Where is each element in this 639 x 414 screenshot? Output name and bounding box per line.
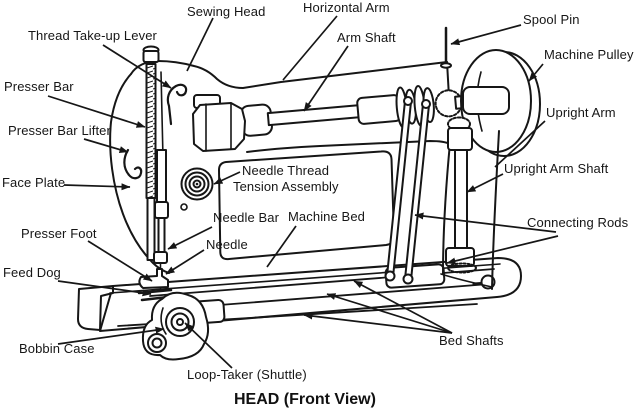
label-machine-pulley: Machine Pulley xyxy=(544,47,634,62)
thread-take-up-lever-shape xyxy=(168,85,186,124)
leader-connecting-rod-1 xyxy=(414,212,556,232)
leader-feed-dog xyxy=(58,281,152,297)
presser-bar-lifter-shape xyxy=(124,150,141,178)
machine-bed-shape xyxy=(78,258,521,331)
arm-shaft-shape xyxy=(240,81,484,142)
label-bed-shafts: Bed Shafts xyxy=(439,333,504,348)
label-presser-bar-lifter: Presser Bar Lifter xyxy=(8,123,111,138)
label-needle: Needle xyxy=(206,237,248,252)
label-sewing-head: Sewing Head xyxy=(187,4,266,19)
leader-presser-foot xyxy=(88,241,152,281)
leader-upright-arm xyxy=(495,121,545,167)
leader-needle-bar xyxy=(167,227,212,249)
label-machine-bed: Machine Bed xyxy=(288,209,365,224)
label-needle-bar: Needle Bar xyxy=(213,210,280,225)
label-thread-take-up-lever: Thread Take-up Lever xyxy=(28,28,157,43)
leader-bobbin-case xyxy=(58,326,165,344)
label-presser-foot: Presser Foot xyxy=(21,226,97,241)
machine-pulley-shape xyxy=(441,28,540,156)
crank-housing-shape xyxy=(193,95,245,151)
label-spool-pin: Spool Pin xyxy=(523,12,580,27)
leader-lines xyxy=(48,16,558,368)
leader-bed-shaft-2 xyxy=(326,294,452,333)
leader-machine-pulley xyxy=(529,64,543,81)
needle-bar-shape xyxy=(154,150,168,291)
leader-bed-shaft-3 xyxy=(303,312,452,333)
label-presser-bar: Presser Bar xyxy=(4,79,74,94)
leader-thread-take-up-lever xyxy=(103,45,171,88)
label-arm-shaft: Arm Shaft xyxy=(337,30,396,45)
tension-assembly-shape xyxy=(181,169,213,211)
label-horizontal-arm: Horizontal Arm xyxy=(303,0,390,15)
label-loop-taker-shuttle: Loop-Taker (Shuttle) xyxy=(187,367,307,382)
machine-drawing xyxy=(78,28,540,360)
presser-bar-shape xyxy=(144,47,159,261)
leader-bed-shaft-1 xyxy=(353,281,452,333)
leader-arm-shaft xyxy=(304,46,348,111)
leader-presser-bar-lifter xyxy=(84,139,129,153)
upright-arm-shaft-shape xyxy=(455,150,467,248)
leader-loop-taker xyxy=(185,323,232,368)
label-bobbin-case: Bobbin Case xyxy=(19,341,95,356)
label-feed-dog: Feed Dog xyxy=(3,265,61,280)
leader-sewing-head xyxy=(187,18,213,71)
diagram-caption: HEAD (Front View) xyxy=(234,391,376,408)
connecting-rods-shape xyxy=(386,97,431,284)
bed-front-panel xyxy=(219,151,394,259)
leader-machine-bed xyxy=(267,226,296,267)
leader-connecting-rod-2 xyxy=(446,236,558,265)
leader-spool-pin xyxy=(450,25,521,46)
presser-foot-shape xyxy=(139,269,168,288)
label-needle-thread: Needle Thread xyxy=(242,163,330,178)
label-face-plate: Face Plate xyxy=(2,175,66,190)
label-upright-arm-shaft: Upright Arm Shaft xyxy=(504,161,609,176)
leader-presser-bar xyxy=(48,96,146,127)
leader-upright-arm-shaft xyxy=(466,174,503,192)
leader-tension-assembly xyxy=(213,172,240,184)
label-tension-assembly: Tension Assembly xyxy=(233,179,339,194)
leader-face-plate xyxy=(64,183,131,191)
label-connecting-rods: Connecting Rods xyxy=(527,215,629,230)
label-upright-arm: Upright Arm xyxy=(546,105,616,120)
leader-needle xyxy=(166,250,204,274)
face-plate-shape xyxy=(110,74,169,273)
leader-horizontal-arm xyxy=(283,16,337,80)
